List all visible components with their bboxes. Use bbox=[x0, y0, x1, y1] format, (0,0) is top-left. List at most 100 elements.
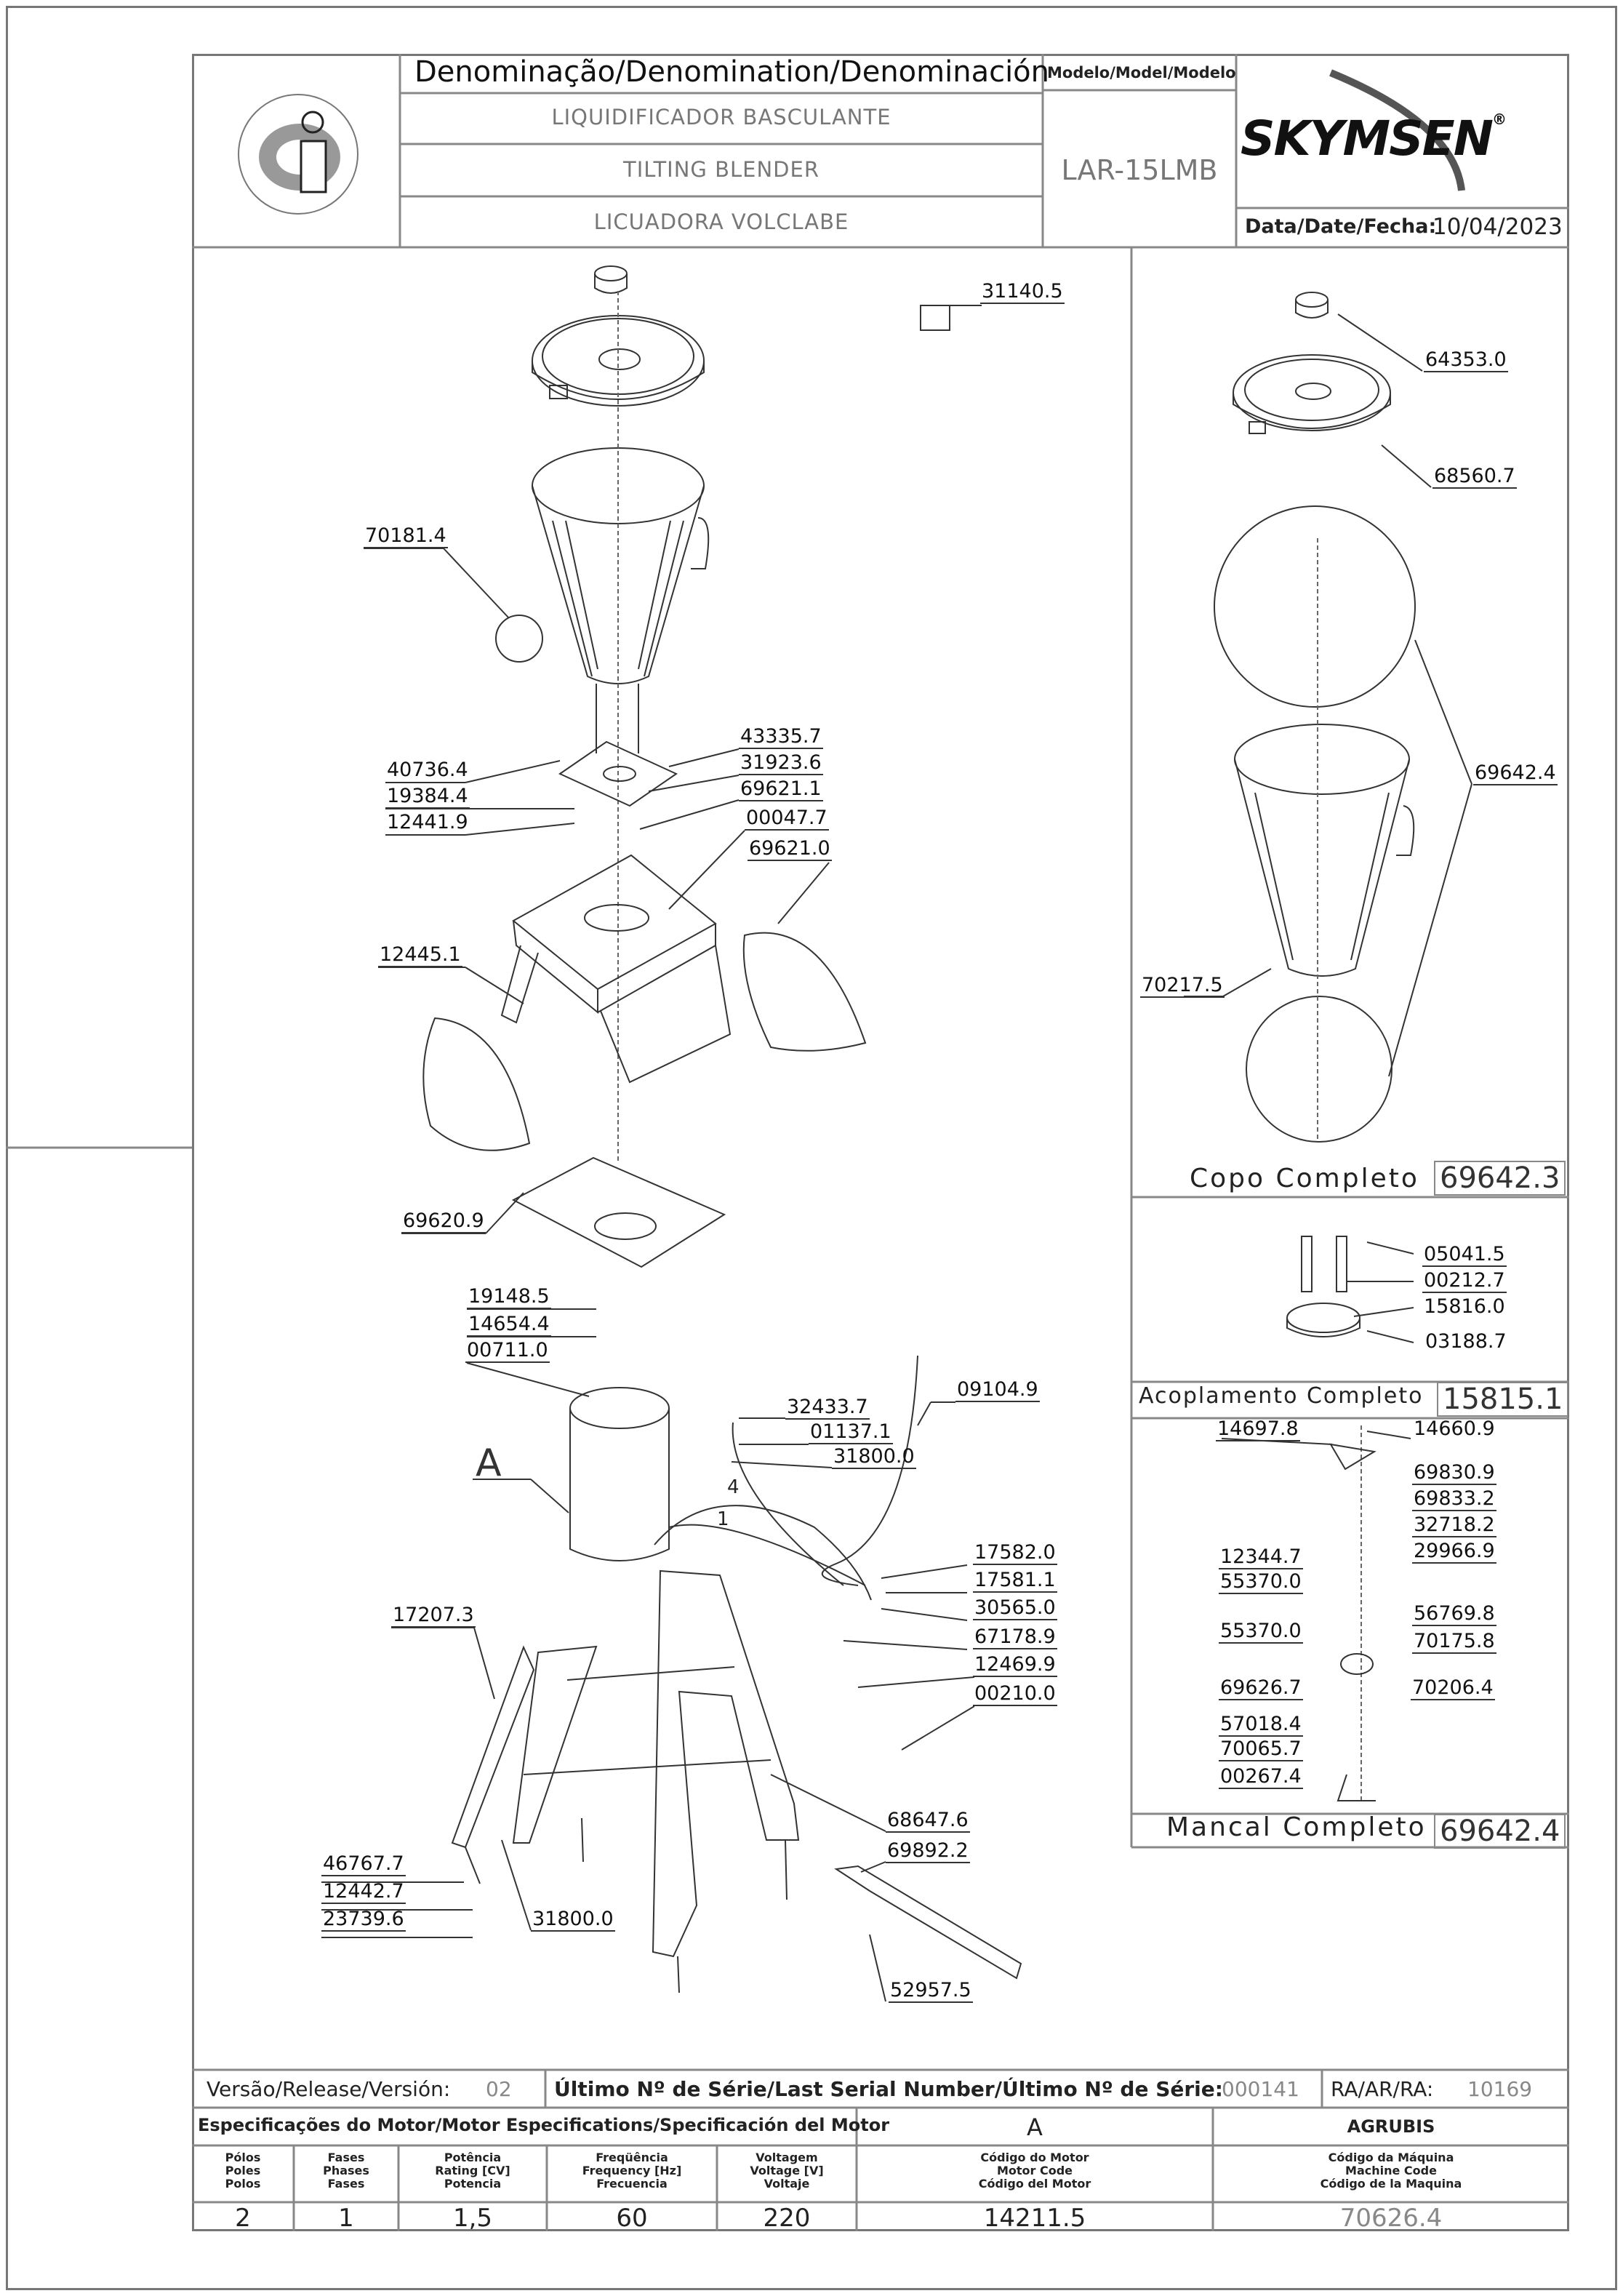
header-line: Código da Máquina bbox=[1328, 2151, 1454, 2164]
header-line: Polos bbox=[225, 2177, 261, 2191]
header-line: Freqüência bbox=[596, 2151, 668, 2164]
voltage-value: 220 bbox=[763, 2204, 811, 2233]
part-label: 57018.4 bbox=[1219, 1713, 1303, 1737]
part-label: 55370.0 bbox=[1219, 1620, 1303, 1644]
header-line: Fases bbox=[327, 2151, 365, 2164]
part-label: 14654.4 bbox=[467, 1313, 551, 1337]
header-line: Voltaje bbox=[764, 2177, 810, 2191]
wire-number: 4 bbox=[727, 1476, 740, 1498]
part-label: 00711.0 bbox=[465, 1339, 550, 1363]
name-en: TILTING BLENDER bbox=[623, 157, 819, 182]
part-label: 70181.4 bbox=[364, 524, 448, 548]
date-value: 10/04/2023 bbox=[1432, 214, 1563, 240]
part-label: 01137.1 bbox=[809, 1420, 893, 1444]
serial-label: Último Nº de Série/Last Serial Number/Úl… bbox=[554, 2077, 1223, 2101]
part-label: 67178.9 bbox=[973, 1625, 1057, 1649]
brand-logo: SKYMSEN® bbox=[1241, 111, 1507, 167]
part-label: 69892.2 bbox=[886, 1839, 970, 1863]
acoplamento-code: 15815.1 bbox=[1437, 1382, 1569, 1417]
header-line: Código de la Maquina bbox=[1320, 2177, 1462, 2191]
brand-name: SKYMSEN bbox=[1241, 111, 1494, 167]
freq-value: 60 bbox=[616, 2204, 648, 2233]
part-label: 69626.7 bbox=[1219, 1676, 1303, 1700]
wire-number: 1 bbox=[717, 1508, 729, 1530]
motor-code-value: 14211.5 bbox=[983, 2204, 1086, 2233]
part-label: 70065.7 bbox=[1219, 1737, 1303, 1761]
phases-header: Fases Phases Fases bbox=[294, 2151, 398, 2191]
poles-value: 2 bbox=[235, 2204, 251, 2233]
freq-header: Freqüência Frequency [Hz] Frecuencia bbox=[547, 2151, 717, 2191]
copo-title: Copo Completo bbox=[1190, 1164, 1419, 1193]
part-label: 00267.4 bbox=[1219, 1765, 1303, 1789]
part-label: 64353.0 bbox=[1424, 348, 1508, 372]
part-label: 19384.4 bbox=[385, 785, 470, 809]
drawing-frame bbox=[192, 54, 1569, 2231]
header-line: Phases bbox=[323, 2164, 369, 2177]
part-label: 09104.9 bbox=[955, 1378, 1040, 1402]
part-label: 43335.7 bbox=[739, 725, 823, 749]
header-line: Código del Motor bbox=[978, 2177, 1091, 2191]
part-label: 00210.0 bbox=[973, 1682, 1057, 1706]
header-line: Potência bbox=[444, 2151, 502, 2164]
part-label: 46767.7 bbox=[321, 1852, 406, 1876]
part-label: 55370.0 bbox=[1219, 1570, 1303, 1594]
acoplamento-title: Acoplamento Completo bbox=[1139, 1383, 1424, 1409]
machine-code-value: 70626.4 bbox=[1339, 2204, 1443, 2233]
header-line: Fases bbox=[327, 2177, 365, 2191]
badge-logo-icon bbox=[238, 94, 358, 215]
part-label: 70175.8 bbox=[1412, 1630, 1496, 1654]
part-label: 40736.4 bbox=[387, 759, 468, 781]
header-line: Frecuencia bbox=[596, 2177, 668, 2191]
part-label: 69621.0 bbox=[748, 837, 832, 861]
ra-value: 10169 bbox=[1467, 2077, 1533, 2101]
header-line: Potencia bbox=[444, 2177, 502, 2191]
part-label: 56769.8 bbox=[1412, 1602, 1496, 1626]
model-value: LAR-15LMB bbox=[1061, 154, 1218, 186]
part-label: 52957.5 bbox=[889, 1979, 973, 2003]
part-label: 30565.0 bbox=[973, 1596, 1057, 1620]
header-line: Pólos bbox=[225, 2151, 261, 2164]
serial-value: 000141 bbox=[1222, 2077, 1299, 2101]
motor-code-header: Código do Motor Motor Code Código del Mo… bbox=[857, 2151, 1213, 2191]
version-label: Versão/Release/Versión: bbox=[207, 2077, 451, 2101]
header-line: Frequency [Hz] bbox=[582, 2164, 682, 2177]
part-label: 68647.6 bbox=[886, 1809, 970, 1833]
part-label: 17582.0 bbox=[973, 1541, 1057, 1565]
authorized-service-badge bbox=[204, 68, 393, 236]
mancal-code: 69642.4 bbox=[1434, 1814, 1566, 1849]
denomination-label: Denominação/Denomination/Denominación bbox=[414, 55, 1050, 89]
part-label: 70206.4 bbox=[1411, 1676, 1495, 1700]
part-label: 14697.8 bbox=[1216, 1417, 1300, 1441]
motor-letter: A bbox=[476, 1441, 502, 1485]
phases-value: 1 bbox=[338, 2204, 354, 2233]
machine-code-header: Código da Máquina Machine Code Código de… bbox=[1213, 2151, 1569, 2191]
part-label: 32718.2 bbox=[1412, 1513, 1496, 1537]
header-line: Machine Code bbox=[1345, 2164, 1437, 2177]
copo-code: 69642.3 bbox=[1434, 1161, 1566, 1196]
part-label: 31800.0 bbox=[832, 1445, 916, 1469]
part-label: 32433.7 bbox=[785, 1396, 870, 1420]
name-pt: LIQUIDIFICADOR BASCULANTE bbox=[551, 105, 891, 129]
agrubis-label: AGRUBIS bbox=[1347, 2116, 1435, 2137]
version-value: 02 bbox=[486, 2077, 512, 2101]
part-label: 00047.7 bbox=[745, 807, 829, 831]
mancal-title: Mancal Completo bbox=[1166, 1812, 1427, 1842]
part-label: 69833.2 bbox=[1412, 1487, 1496, 1511]
part-label: 15816.0 bbox=[1424, 1295, 1505, 1318]
part-label: 05041.5 bbox=[1422, 1243, 1507, 1267]
part-label: 19148.5 bbox=[467, 1285, 551, 1309]
header-line: Voltage [V] bbox=[750, 2164, 824, 2177]
model-label: Modelo/Model/Modelo bbox=[1047, 64, 1236, 81]
date-label: Data/Date/Fecha: bbox=[1245, 215, 1437, 238]
header-line: Voltagem bbox=[756, 2151, 818, 2164]
part-label: 14660.9 bbox=[1414, 1417, 1495, 1440]
part-label: 17207.3 bbox=[391, 1604, 476, 1628]
part-label: 12469.9 bbox=[973, 1653, 1057, 1677]
brand-registered-mark: ® bbox=[1492, 111, 1507, 128]
part-label: 23739.6 bbox=[321, 1908, 406, 1932]
ra-label: RA/AR/RA: bbox=[1331, 2077, 1434, 2101]
part-label: 31800.0 bbox=[531, 1908, 615, 1932]
part-label: 69621.1 bbox=[739, 777, 823, 801]
